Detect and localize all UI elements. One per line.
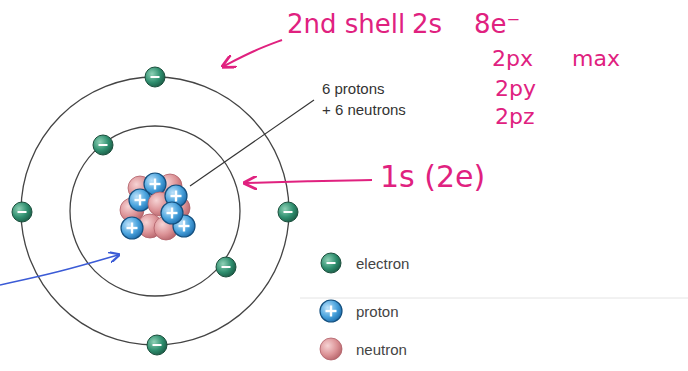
callout-label: + 6 neutrons bbox=[322, 101, 406, 118]
legend-item: neutron bbox=[318, 336, 407, 362]
callout-label: 6 protons bbox=[322, 80, 385, 97]
proton-symbol bbox=[129, 189, 151, 211]
legend-label: proton bbox=[356, 303, 399, 320]
nucleus bbox=[120, 173, 195, 240]
handwritten-note: 2s bbox=[412, 10, 442, 40]
handwritten-note: 2py bbox=[495, 76, 536, 101]
leader-line bbox=[190, 100, 314, 186]
handwritten-note: 2px bbox=[492, 46, 533, 71]
electron-symbol bbox=[147, 335, 167, 355]
handwritten-note: 1s (2e) bbox=[380, 160, 485, 195]
annotation-arrow bbox=[224, 40, 282, 66]
handwritten-note: max bbox=[572, 46, 620, 71]
proton-symbol bbox=[320, 300, 342, 322]
electron-symbol bbox=[12, 202, 32, 222]
legend-item: electron bbox=[318, 250, 409, 276]
annotation-arrow bbox=[246, 180, 372, 183]
proton-symbol bbox=[121, 217, 143, 239]
legend-swatch bbox=[318, 298, 344, 324]
legend-swatch bbox=[318, 250, 344, 276]
handwritten-note: 8e⁻ bbox=[474, 10, 520, 40]
electron-symbol bbox=[321, 253, 341, 273]
electron-shell bbox=[70, 126, 240, 296]
electrons bbox=[12, 67, 298, 355]
neutron-symbol bbox=[320, 338, 342, 360]
handwritten-note: 2nd shell bbox=[287, 10, 405, 40]
handwritten-note: 2pz bbox=[495, 104, 535, 129]
electron-symbol bbox=[145, 67, 165, 87]
rule-line bbox=[300, 298, 688, 299]
electron-symbol bbox=[278, 202, 298, 222]
electron-symbol bbox=[93, 135, 113, 155]
legend-swatch bbox=[318, 336, 344, 362]
proton-symbol bbox=[161, 202, 183, 224]
electron-shell bbox=[21, 77, 289, 345]
pointer-arrow bbox=[0, 255, 118, 285]
legend-item: proton bbox=[318, 298, 399, 324]
legend-label: neutron bbox=[356, 341, 407, 358]
legend-label: electron bbox=[356, 255, 409, 272]
electron-symbol bbox=[216, 257, 236, 277]
